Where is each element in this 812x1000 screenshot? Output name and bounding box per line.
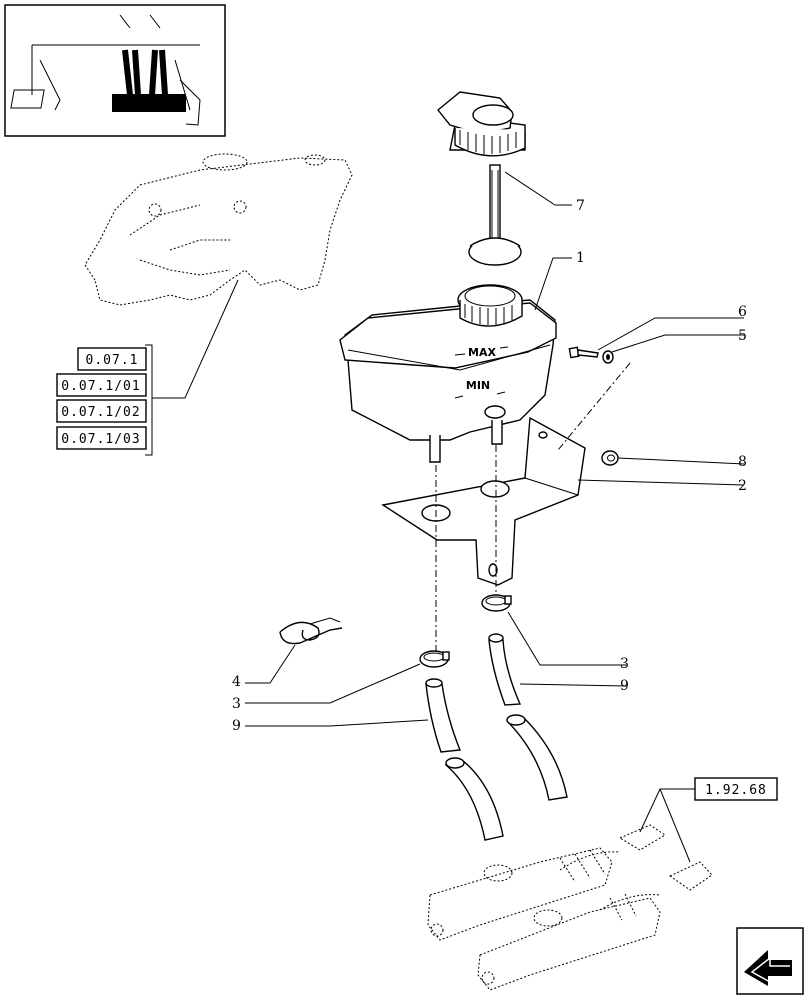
assembly-centerlines [435,362,631,655]
callout-9-left[interactable]: 9 [232,718,241,734]
hose-clamp-right [481,594,512,612]
callout-8[interactable]: 8 [738,454,747,470]
mounting-bracket [381,416,586,586]
master-cylinder-ghost [427,824,713,991]
nut-8 [601,450,619,466]
max-level-label: MAX [468,346,496,359]
reference-list-left: 0.07.1 0.07.1/01 0.07.1/02 0.07.1/03 [56,347,147,450]
cylinder-leader [639,788,695,863]
hose-left [425,678,504,841]
callout-9-right[interactable]: 9 [620,678,629,694]
hose-right [488,633,568,801]
ref-0: 0.07.1 [86,353,139,368]
callout-2[interactable]: 2 [738,478,747,494]
callout-numbers: 7 1 6 5 8 2 3 9 4 3 9 [232,198,747,734]
ref-2: 0.07.1/02 [61,405,140,420]
callout-5[interactable]: 5 [738,328,747,344]
pedal-location-thumbnail [4,4,226,137]
arrow-back-icon[interactable] [736,927,804,995]
manifold-ghost-outline [84,153,353,306]
reservoir-cap-with-sensor [437,91,526,266]
ref-right: 1.92.68 [705,783,767,798]
callout-1[interactable]: 1 [576,250,585,266]
ref-1: 0.07.1/01 [61,379,140,394]
ref-box-1[interactable] [56,373,147,397]
retaining-clip-4 [279,617,343,645]
callout-4[interactable]: 4 [232,674,241,690]
bolt-6 [568,346,599,359]
ref-box-2[interactable] [56,399,147,423]
min-level-label: MIN [466,379,490,392]
ref-box-right[interactable] [694,777,778,801]
callout-leaders [245,171,745,727]
callout-6[interactable]: 6 [738,304,747,320]
reference-right: 1.92.68 [694,777,778,801]
callout-3-right[interactable]: 3 [620,656,629,672]
ref-box-0[interactable] [77,347,147,371]
callout-3-left[interactable]: 3 [232,696,241,712]
ref-box-3[interactable] [56,426,147,450]
washer-5 [602,350,614,364]
manifold-leader [145,279,239,456]
hose-clamp-left [419,650,450,668]
ref-3: 0.07.1/03 [61,432,140,447]
brake-fluid-reservoir: MAX MIN [339,284,557,463]
callout-7[interactable]: 7 [576,198,585,214]
